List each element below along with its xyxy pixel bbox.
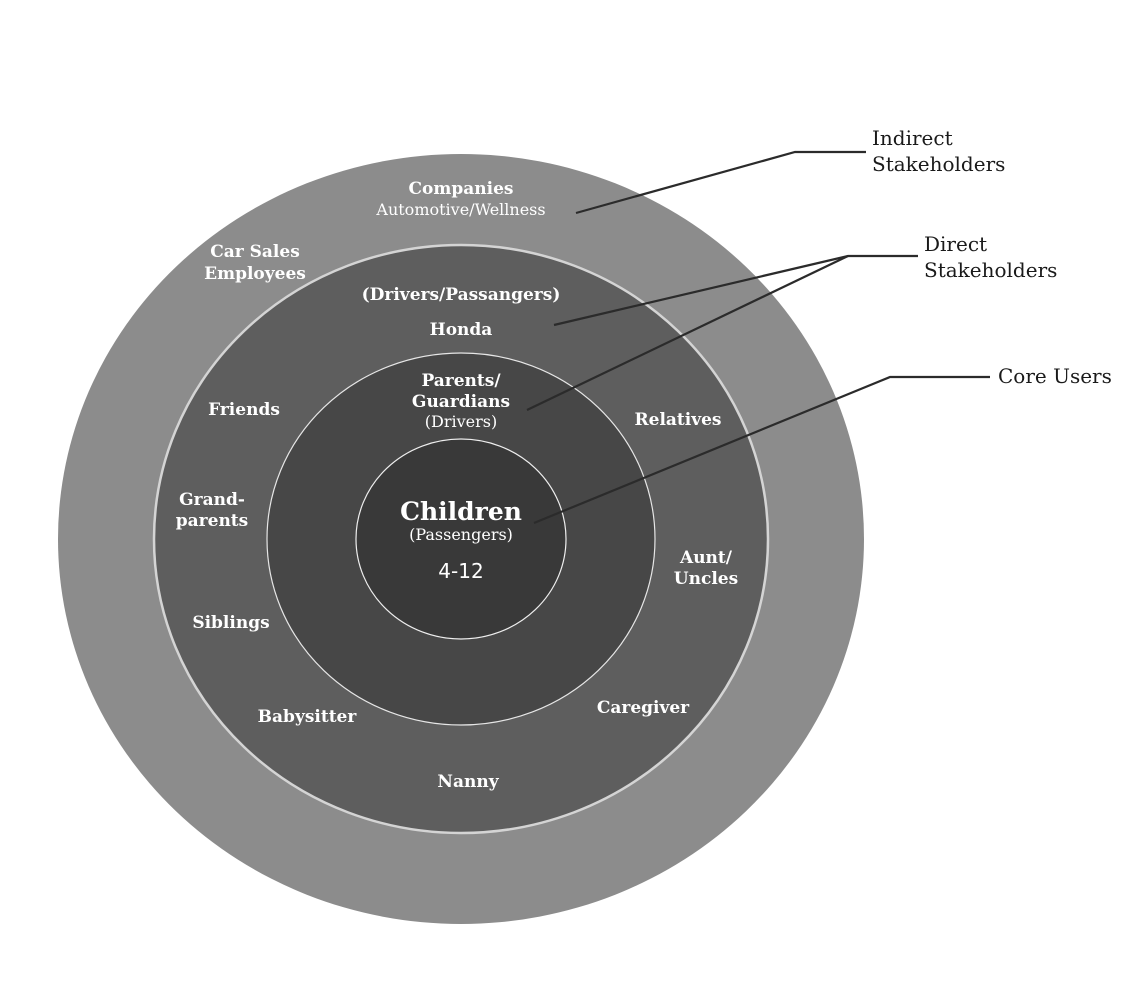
babysitter-label: Babysitter	[258, 707, 358, 727]
core-users-legend: Core Users	[998, 364, 1112, 388]
relatives-label: Relatives	[635, 410, 722, 430]
car-sales-label-line2: Employees	[204, 264, 306, 284]
children-label: Children	[400, 497, 522, 526]
aunt-uncles-label-line1: Aunt/	[679, 548, 733, 568]
indirect-legend-line1: Indirect	[872, 126, 953, 150]
direct-legend-line2: Stakeholders	[924, 258, 1057, 282]
siblings-label: Siblings	[192, 613, 269, 633]
companies-label: Companies	[409, 179, 514, 199]
direct-legend-line1: Direct	[924, 232, 987, 256]
friends-label: Friends	[208, 400, 280, 420]
caregiver-label: Caregiver	[597, 698, 690, 718]
nanny-label: Nanny	[437, 772, 499, 792]
core-circle	[355, 438, 567, 640]
parents-label-line1: Parents/	[421, 371, 501, 391]
car-sales-label-line1: Car Sales	[210, 242, 300, 262]
indirect-callout-line	[575, 150, 866, 215]
direct-callout-line-parents	[526, 255, 849, 411]
children-sub-label: (Passengers)	[409, 525, 513, 544]
aunt-uncles-label-line2: Uncles	[674, 569, 738, 589]
companies-sub-label: Automotive/Wellness	[375, 200, 545, 219]
parents-sub-label: (Drivers)	[425, 412, 497, 431]
honda-label: Honda	[430, 320, 493, 340]
core-callout-line	[533, 375, 990, 525]
grandparents-label-line1: Grand-	[179, 490, 245, 510]
age-range-label: 4-12	[438, 559, 483, 583]
grandparents-label-line2: parents	[176, 511, 248, 531]
parents-label-line2: Guardians	[412, 392, 510, 412]
drivers-passengers-label: (Drivers/Passangers)	[362, 285, 561, 305]
indirect-legend-line2: Stakeholders	[872, 152, 1005, 176]
